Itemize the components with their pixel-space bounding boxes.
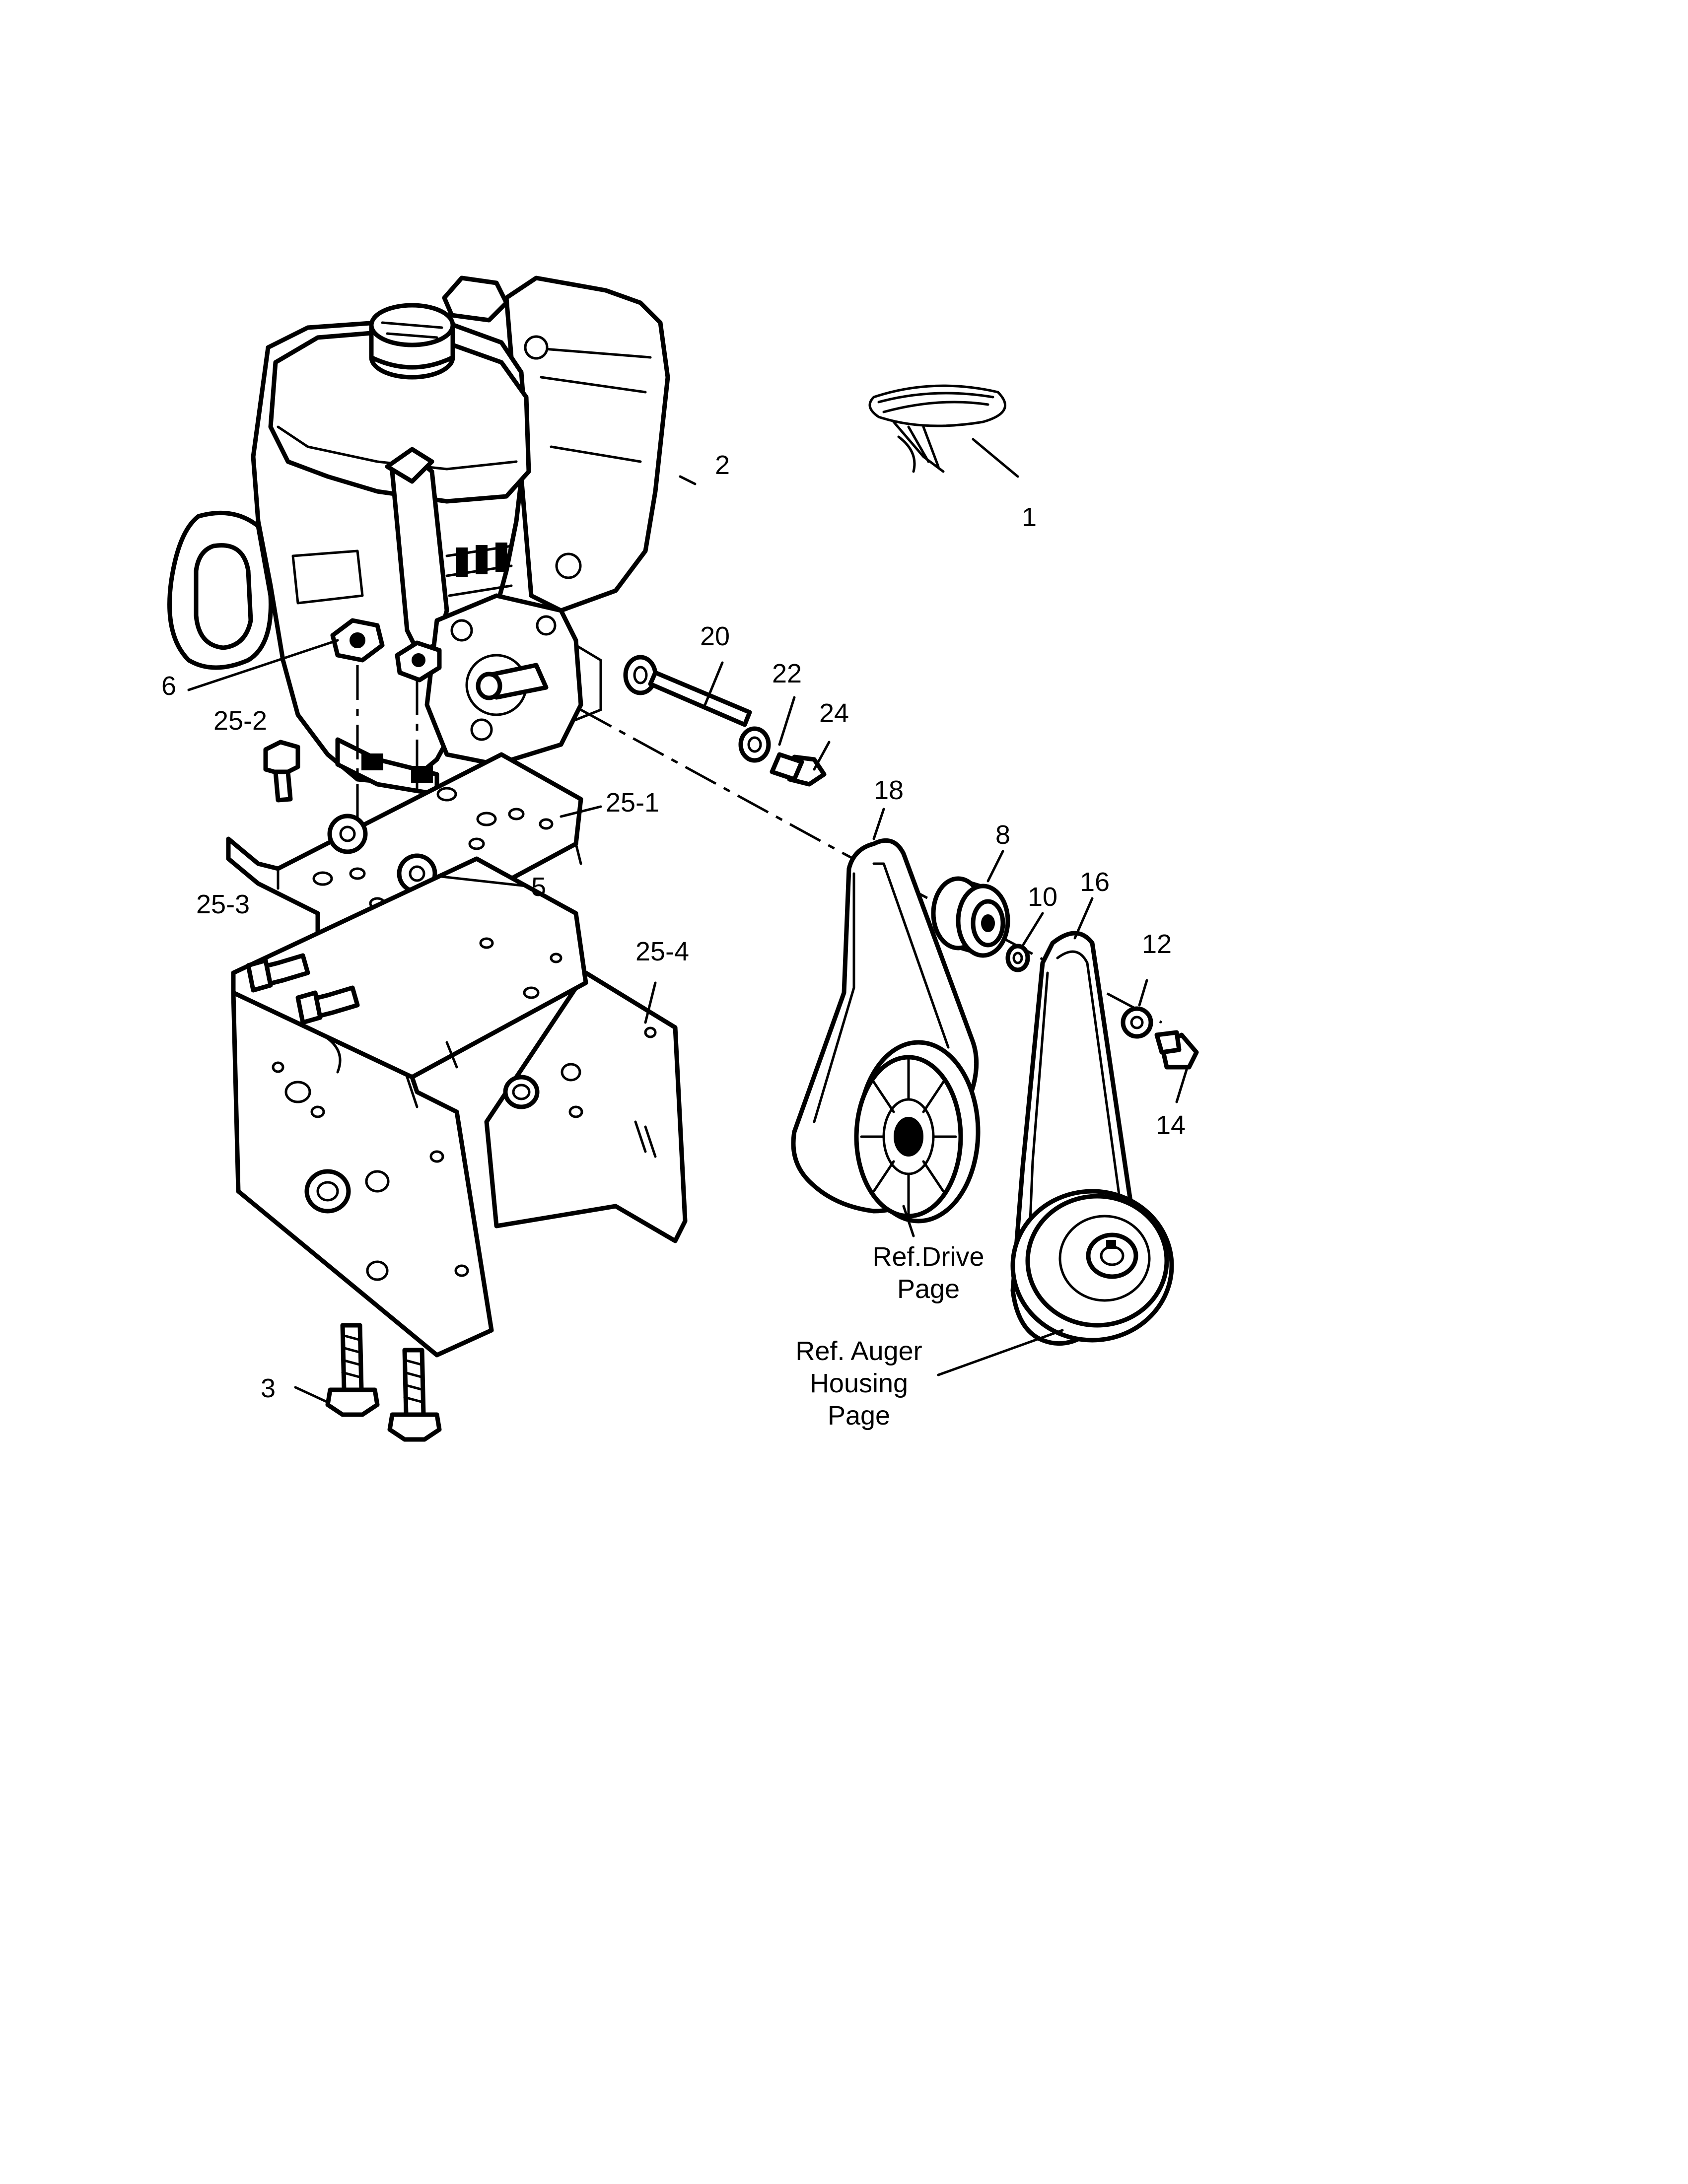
ref-drive-line-1: Ref.Drive (872, 1242, 984, 1272)
part-25-2-bolt (263, 740, 300, 803)
engine-assembly (167, 275, 670, 797)
auger-pulley (1010, 1189, 1174, 1343)
callout-1: 1 (1022, 502, 1037, 532)
part-25-4-frame (231, 856, 688, 1358)
callout-5: 5 (531, 872, 546, 902)
callout-8: 8 (995, 820, 1010, 850)
part-3-bolts (325, 1323, 442, 1442)
callout-22: 22 (772, 659, 802, 688)
callout-18: 18 (874, 775, 904, 805)
callout-3: 3 (261, 1373, 276, 1403)
ref-auger-line-1: Ref. Auger (795, 1336, 922, 1366)
ref-auger-line-3: Page (828, 1401, 890, 1431)
callout-labels: 1 2 6 20 22 24 25-2 25-1 18 8 5 10 16 25… (161, 450, 1186, 1403)
drive-pulley (854, 1040, 981, 1224)
ref-auger-line-2: Housing (810, 1368, 908, 1398)
callout-20: 20 (700, 621, 730, 651)
callout-25-4: 25-4 (635, 937, 689, 966)
callout-2: 2 (715, 450, 730, 480)
part-20-key-bolt (623, 655, 827, 787)
reference-notes: Ref.Drive Page Ref. Auger Housing Page (795, 1242, 984, 1431)
part-1-wire-harness (868, 384, 1007, 473)
callout-10: 10 (1028, 882, 1057, 912)
part-10-spacer (1005, 944, 1030, 972)
callout-14: 14 (1156, 1110, 1186, 1140)
callout-16: 16 (1080, 867, 1110, 897)
callout-25-3: 25-3 (196, 889, 250, 919)
callout-25-2: 25-2 (213, 706, 267, 736)
leader-lines (187, 438, 1188, 1404)
part-14-bolt (1154, 1030, 1199, 1070)
callout-24: 24 (819, 698, 849, 728)
ref-drive-line-2: Page (897, 1274, 960, 1304)
part-25-3-bolts (246, 953, 360, 1025)
callout-25-1: 25-1 (606, 788, 659, 818)
part-12-washer (1121, 1006, 1153, 1039)
callout-12: 12 (1142, 929, 1172, 959)
callout-6: 6 (161, 671, 176, 701)
part-8-engine-pulley (931, 876, 1010, 958)
